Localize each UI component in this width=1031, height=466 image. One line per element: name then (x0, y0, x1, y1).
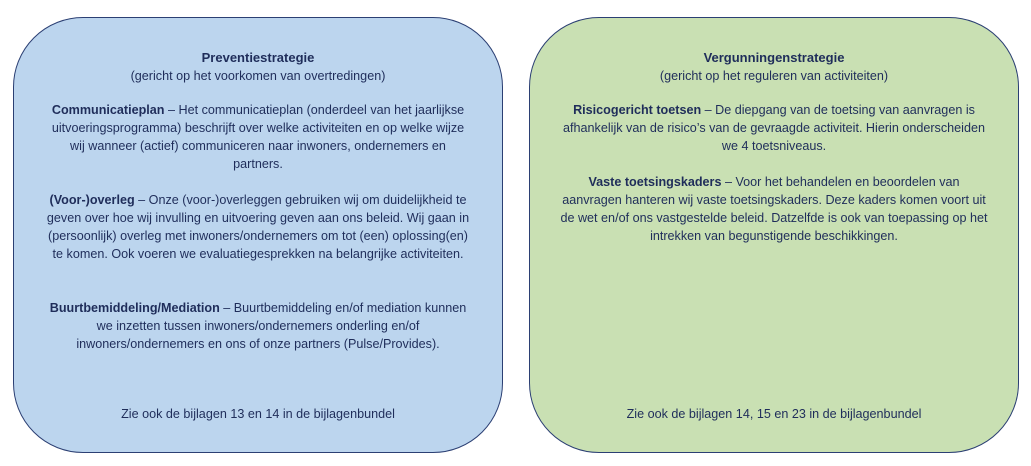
section-term: (Voor-)overleg (49, 193, 135, 207)
section-risicogericht-toetsen: Risicogericht toetsen – De diepgang van … (560, 101, 988, 155)
section-buurtbemiddeling: Buurtbemiddeling/Mediation – Buurtbemidd… (44, 299, 472, 353)
section-term: Vaste toetsingskaders (588, 175, 722, 189)
section-term: Communicatieplan (51, 103, 165, 117)
prevention-title: Preventiestrategie (201, 50, 315, 65)
prevention-footer: Zie ook de bijlagen 13 en 14 in de bijla… (121, 407, 395, 421)
section-text: – Voor het behandelen en beoordelen van … (560, 175, 988, 243)
section-vaste-toetsingskaders: Vaste toetsingskaders – Voor het behande… (560, 173, 988, 245)
licensing-strategy-card: Vergunningenstrategie (gericht op het re… (529, 17, 1019, 453)
licensing-footer: Zie ook de bijlagen 14, 15 en 23 in de b… (626, 407, 922, 421)
licensing-title: Vergunningenstrategie (703, 50, 845, 65)
prevention-strategy-card: Preventiestrategie (gericht op het voork… (13, 17, 503, 453)
section-text: – De diepgang van de toetsing van aanvra… (563, 103, 985, 153)
licensing-subtitle: (gericht op het reguleren van activiteit… (659, 69, 889, 83)
section-vooroverleg: (Voor-)overleg – Onze (voor-)overleggen … (44, 191, 472, 263)
section-text: – Buurtbemiddeling en/of mediation kunne… (76, 301, 467, 351)
section-text: – Onze (voor-)overleggen gebruiken wij o… (46, 193, 470, 261)
section-text: – Het communicatieplan (onderdeel van he… (51, 103, 465, 171)
prevention-subtitle: (gericht op het voorkomen van overtredin… (130, 69, 386, 83)
section-term: Risicogericht toetsen (573, 103, 702, 117)
section-term: Buurtbemiddeling/Mediation (49, 301, 220, 315)
section-communicatieplan: Communicatieplan – Het communicatieplan … (44, 101, 472, 173)
